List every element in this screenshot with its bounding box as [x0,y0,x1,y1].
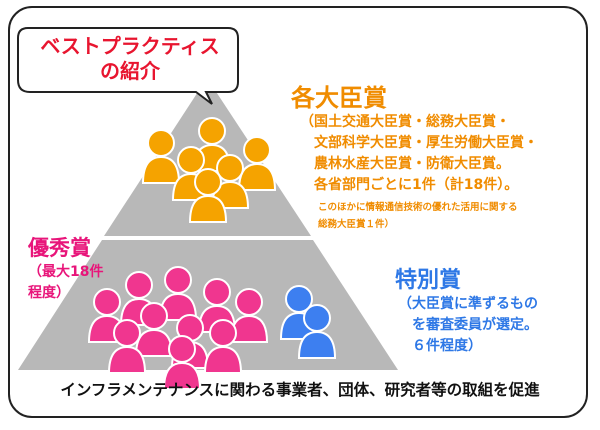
pink-people-group [87,266,269,390]
blue-award-line-2: を審査委員が選定。 [398,317,538,333]
gold-people-group [141,117,277,223]
footer-caption: インフラメンテナンスに関わる事業者、団体、研究者等の取組を促進 [60,381,540,399]
callout-line-2: の紹介 [100,59,160,83]
callout-line-1: ベストプラクティス [40,34,220,58]
callout-bubble-icon [17,27,239,105]
pink-award-description: （最大18件 程度） [28,262,103,304]
blue-award-title: 特別賞 [395,268,462,293]
blue-award-description: （大臣賞に準ずるもの を審査委員が選定。 ６件程度） [398,294,538,357]
person-icon [162,335,202,390]
person-icon [297,304,337,359]
callout-label: ベストプラクティス の紹介 [30,34,230,84]
blue-people-group [279,285,337,359]
person-icon [188,168,228,223]
person-icon [107,319,147,374]
gold-award-note: このほかに情報通信技術の優れた活用に関する 総務大臣賞１件） [318,199,518,233]
gold-award-line-1: （国土交通大臣賞・総務大臣賞・ [300,114,510,130]
gold-award-title: 各大臣賞 [291,84,387,112]
blue-award-line-1: （大臣賞に準ずるもの [398,296,538,312]
gold-award-note-line-2: 総務大臣賞１件） [318,219,395,230]
person-icon [158,266,198,321]
pink-award-title: 優秀賞 [28,236,91,260]
blue-award-line-3: ６件程度） [398,338,482,354]
person-icon [203,319,243,374]
pink-award-line-2: 程度） [28,285,70,301]
gold-award-line-3: 農林水産大臣賞・防衛大臣賞。 [300,156,510,172]
person-icon [229,288,269,343]
gold-award-line-2: 文部科学大臣賞・厚生労働大臣賞・ [300,135,538,151]
gold-award-note-line-1: このほかに情報通信技術の優れた活用に関する [318,202,518,213]
gold-award-line-4: 各省部門ごとに1件（計18件）。 [300,177,519,193]
person-icon [141,129,181,184]
pink-award-line-1: （最大18件 [28,264,104,280]
person-icon [197,278,237,333]
gold-award-description: （国土交通大臣賞・総務大臣賞・ 文部科学大臣賞・厚生労働大臣賞・ 農林水産大臣賞… [300,112,538,196]
